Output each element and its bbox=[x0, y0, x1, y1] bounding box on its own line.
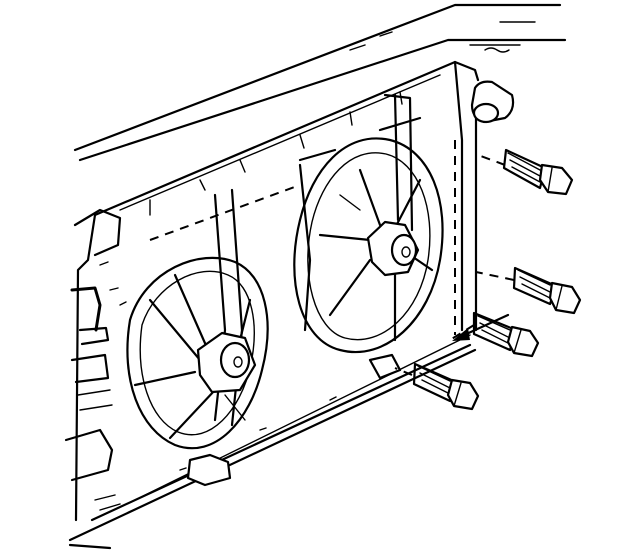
center-bracket bbox=[298, 93, 414, 332]
right-fan-motor bbox=[366, 220, 420, 277]
left-side-components bbox=[64, 208, 122, 482]
direction-arrow bbox=[452, 313, 510, 341]
radiator-frame bbox=[68, 60, 480, 550]
bolt-1 bbox=[502, 148, 574, 196]
right-fan bbox=[293, 137, 444, 353]
detail-marks bbox=[94, 261, 337, 511]
bolt-2 bbox=[512, 266, 582, 315]
upper-body-panel bbox=[73, 3, 567, 162]
bolt-3 bbox=[472, 311, 540, 358]
alignment-lines bbox=[394, 154, 515, 376]
left-fan-motor bbox=[196, 331, 257, 394]
mounting-tab bbox=[186, 353, 402, 487]
upper-hose bbox=[470, 80, 515, 124]
bolt-4 bbox=[412, 362, 480, 411]
left-fan bbox=[126, 256, 269, 450]
